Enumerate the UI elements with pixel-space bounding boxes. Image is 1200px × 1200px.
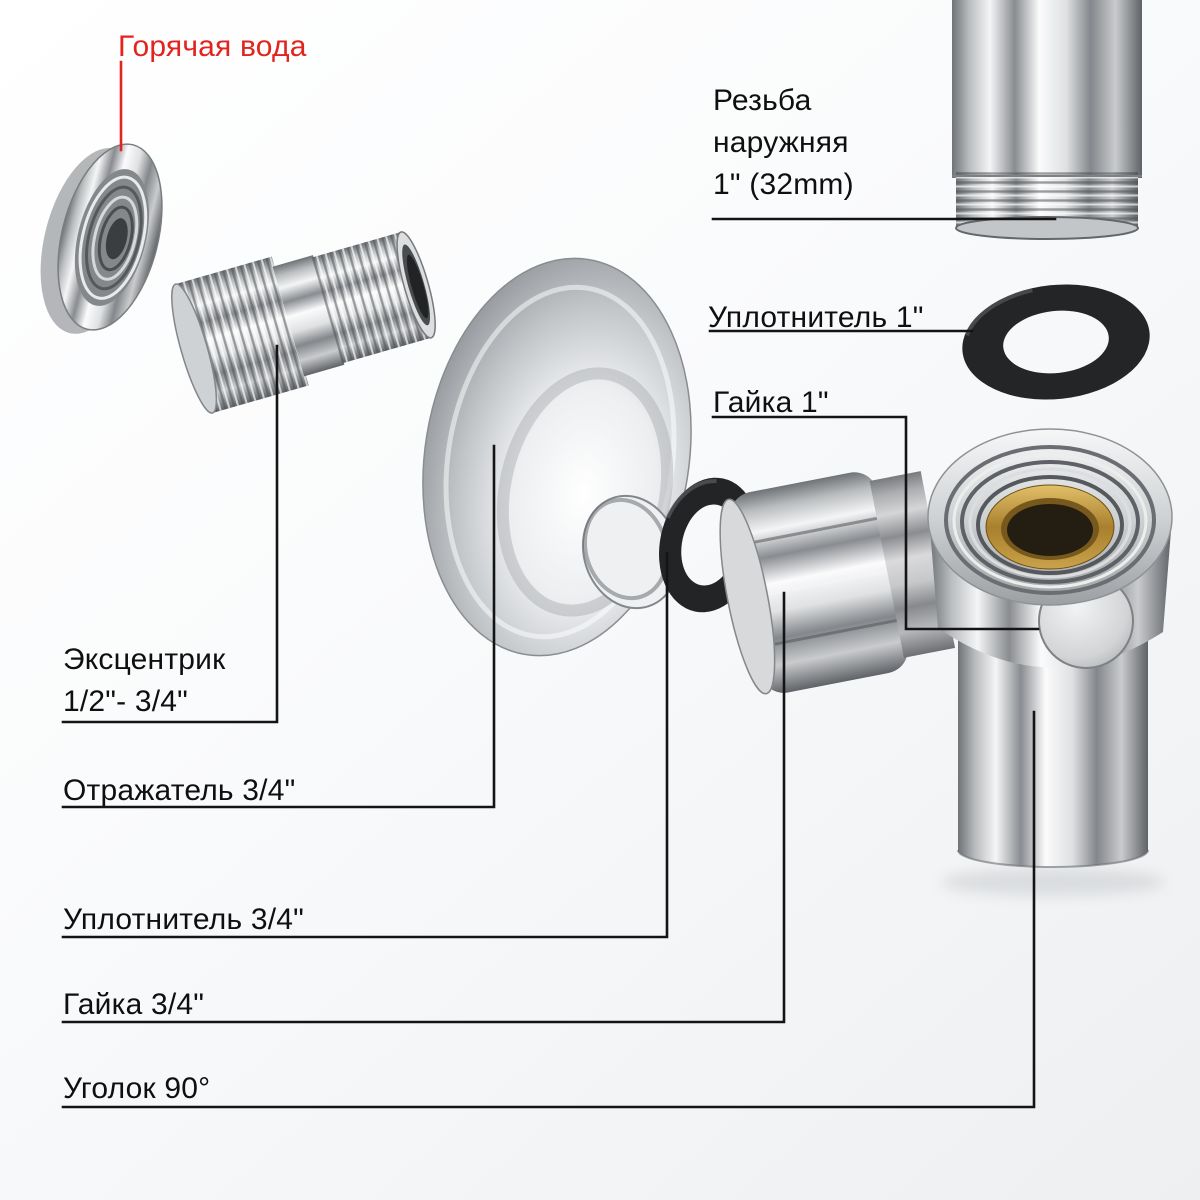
label-thread-external: Резьба наружняя 1" (32mm) (713, 84, 854, 201)
part-eccentric-nipple (171, 231, 436, 414)
leader-nut-1in (711, 415, 1040, 631)
leader-reflector (61, 444, 496, 809)
valve-shadow (941, 868, 1165, 896)
label-nut-1in: Гайка 1" (713, 386, 829, 419)
label-seal-3-4: Уплотнитель 3/4" (63, 903, 305, 936)
label-eccentric: Эксцентрик 1/2"- 3/4" (63, 643, 226, 718)
label-hot-water: Горячая вода (118, 30, 307, 63)
label-elbow: Уголок 90° (63, 1072, 211, 1105)
part-wall-flange (40, 143, 163, 334)
label-reflector: Отражатель 3/4" (63, 774, 296, 807)
part-elbow-valve-body (957, 640, 1149, 868)
label-seal-1in: Уплотнитель 1" (708, 301, 924, 334)
part-reflector-cone (422, 257, 692, 657)
leader-elbow (61, 710, 1036, 1109)
part-seal-ring-1in (962, 284, 1150, 400)
part-union-nut-1in (927, 428, 1173, 669)
leader-seal-3-4 (61, 551, 669, 939)
leader-nut-3-4 (61, 591, 786, 1024)
part-hex-nut-3-4 (719, 471, 956, 695)
leader-eccentric (61, 344, 279, 724)
leader-lines (61, 60, 1057, 1109)
label-nut-3-4: Гайка 3/4" (63, 988, 205, 1021)
part-inlet-pipe (952, 0, 1142, 240)
